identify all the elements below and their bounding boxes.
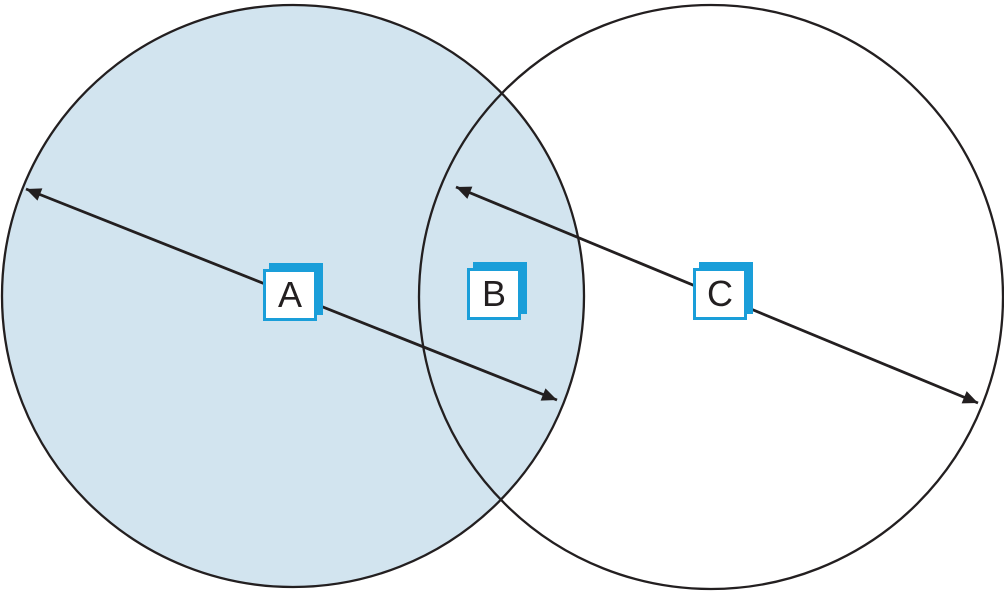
node-label-c: C xyxy=(693,268,747,320)
node-label-b: B xyxy=(467,268,521,320)
node-label-a: A xyxy=(263,269,317,321)
